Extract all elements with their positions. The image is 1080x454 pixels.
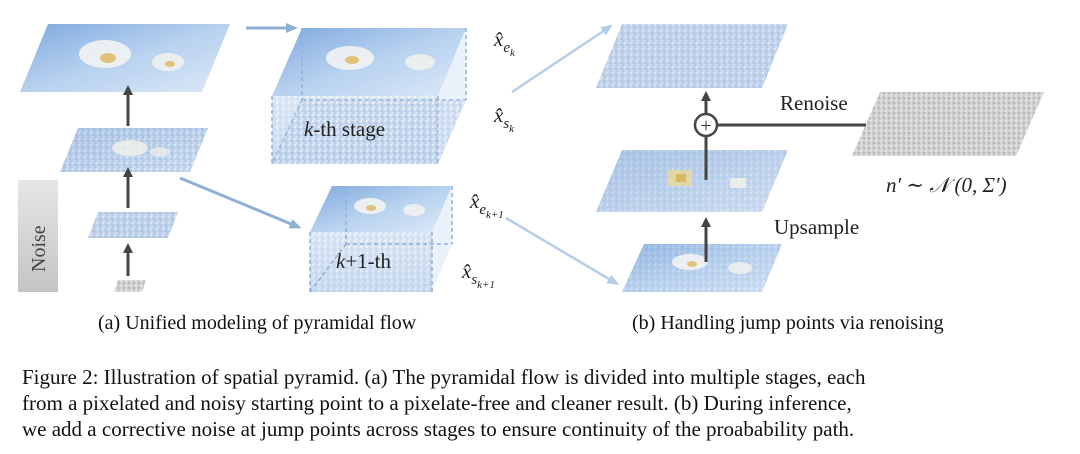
x-s-k-label: x̂sk [493,103,515,135]
panel-b-caption: (b) Handling jump points via renoising [632,312,944,334]
pyramid-small-image [88,212,178,238]
pyramid-top-image [20,24,230,92]
noise-label: Noise [28,225,50,272]
b-middle-image [596,150,788,212]
figure-caption-line-1: Figure 2: Illustration of spatial pyrami… [22,365,866,389]
noise-formula: n′ ∼ 𝒩 (0, Σ′) [886,173,1007,197]
b-bottom-image [622,244,782,292]
stage-k-box [271,28,467,165]
figure-caption-line-3: we add a corrective noise at jump points… [22,417,855,441]
x-s-k1-label: x̂sk+1 [461,259,495,291]
arrow-ek-to-b [511,24,613,94]
renoise-label: Renoise [780,91,848,115]
pyramid-middle-image [60,128,208,172]
panel-a-caption: (a) Unified modeling of pyramidal flow [98,312,417,334]
figure-caption: Figure 2: Illustration of spatial pyrami… [22,364,1062,442]
stage-k-label: k-th stage [304,117,385,141]
plus-symbol: + [700,115,711,137]
b-top-image [596,24,788,88]
upsample-label: Upsample [774,215,859,239]
figure-caption-line-2: from a pixelated and noisy starting poin… [22,391,852,415]
x-e-k1-label: x̂ek+1 [469,189,504,221]
stage-k1-label: k+1-th [336,249,391,273]
stage-k1-box [309,186,453,293]
renoise-noise-patch [852,92,1044,156]
arrow-to-stage-k1 [179,176,302,229]
noise-panel [18,180,58,292]
arrow-ek1-to-b [505,216,620,286]
pyramid-tiny-noise [114,280,146,292]
plus-node [693,112,719,138]
x-e-k-label: x̂ek [493,27,516,59]
